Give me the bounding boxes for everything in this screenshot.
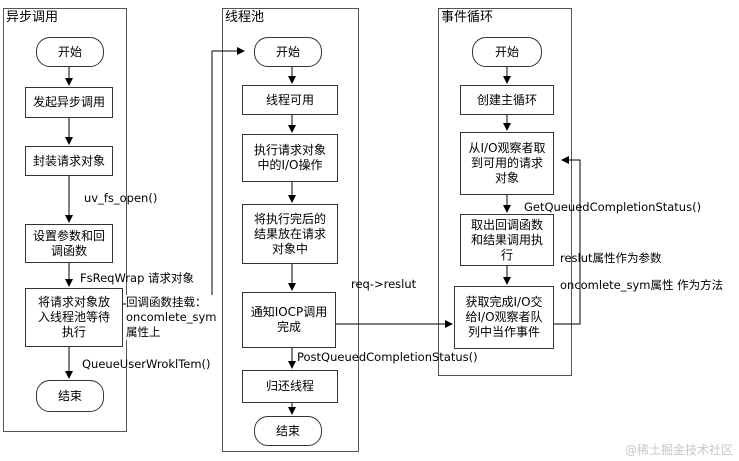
- async-initiate-call: 发起异步调用: [25, 87, 113, 118]
- lane-title-pool: 线程池: [225, 10, 265, 25]
- pool-put-result: 将执行完后的 结果放在请求 对象中: [242, 204, 338, 264]
- pool-exec-io: 执行请求对象 中的I/O操作: [242, 134, 338, 182]
- loop-take-request: 从I/O观察者取 到可用的请求 对象: [460, 132, 554, 195]
- pool-notify-iocp: 通知IOCP调用 完成: [242, 292, 336, 348]
- pool-end: 结束: [254, 416, 322, 446]
- label-uv-fs-open: uv_fs_open(): [84, 191, 158, 205]
- label-fsreqwrap: FsReqWrap 请求对象: [80, 271, 195, 285]
- loop-create-loop: 创建主循环: [460, 85, 554, 115]
- loop-get-complete: 获取完成I/O交 给I/O观察者队 列中当作事件: [454, 286, 554, 349]
- label-queue-user-work-item: QueueUserWroklTem(): [82, 357, 211, 371]
- lane-title-loop: 事件循环: [441, 10, 494, 25]
- async-end: 结束: [36, 380, 104, 412]
- async-wrap-request: 封装请求对象: [25, 146, 113, 176]
- loop-run-callback: 取出回调函数 和结果调用执 行: [460, 214, 554, 266]
- label-post-queued: PostQueuedCompletionStatus(): [297, 350, 478, 364]
- label-callback-mount: 回调函数挂载： oncomlete_sym 属性上: [126, 295, 217, 340]
- label-req-result: req->reslut: [351, 277, 417, 291]
- pool-return-thread: 归还线程: [242, 370, 338, 403]
- label-get-queued: GetQueuedCompletionStatus(): [524, 200, 702, 214]
- async-start: 开始: [36, 37, 104, 67]
- lane-title-async: 异步调用: [6, 10, 59, 25]
- pool-start: 开始: [254, 37, 322, 67]
- loop-start: 开始: [472, 37, 542, 67]
- label-oncomplete-method: oncomlete_sym属性 作为方法: [560, 278, 724, 292]
- pool-thread-ready: 线程可用: [242, 85, 338, 115]
- async-set-params: 设置参数和回 调函数: [25, 224, 113, 263]
- watermark-text: @稀土掘金技术社区: [624, 443, 733, 457]
- async-enqueue: 将请求对象放 入线程池等待 执行: [25, 288, 123, 347]
- label-result-param: reslut属性作为参数: [560, 251, 662, 265]
